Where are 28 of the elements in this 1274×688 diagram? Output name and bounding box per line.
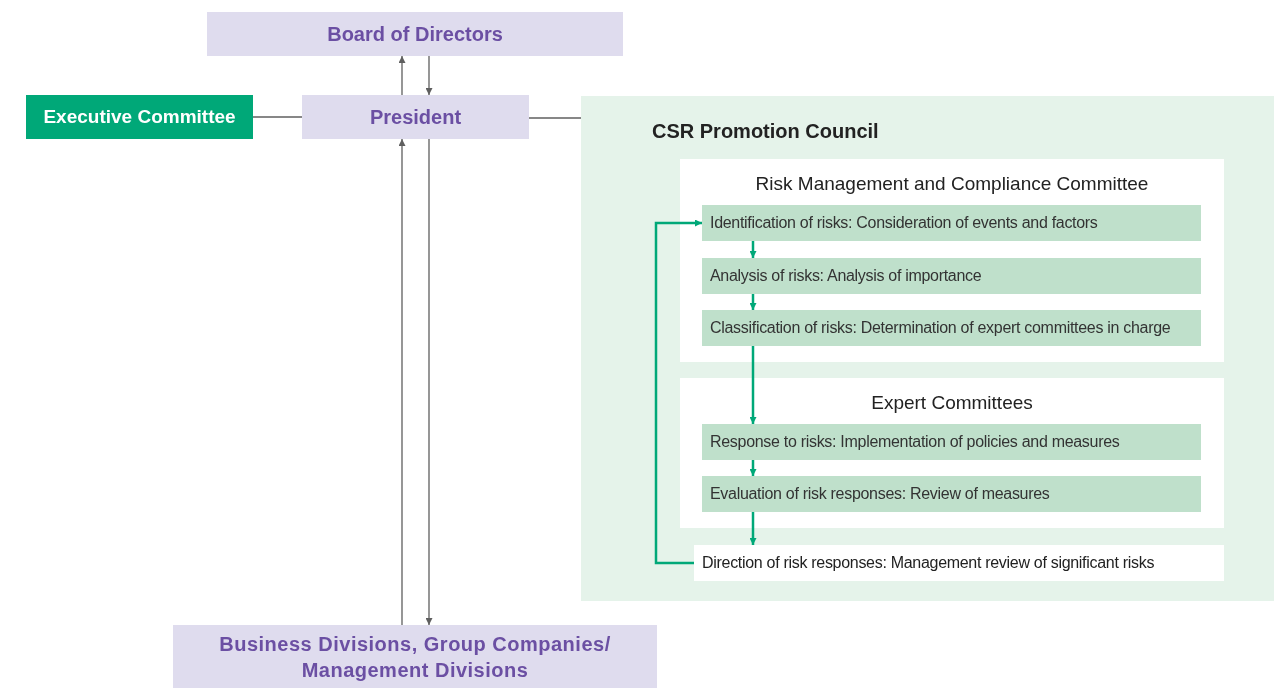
process-step-box: Response to risks: Implementation of policies and measures — [702, 424, 1201, 460]
process-step-box: Classification of risks: Determination of expert committees in charge — [702, 310, 1201, 346]
process-step-box: Identification of risks: Consideration of events and factors — [702, 205, 1201, 241]
connector-line — [252, 116, 303, 118]
committee-box: Executive Committee — [26, 95, 253, 139]
arrow — [425, 55, 433, 96]
role-box: President — [302, 95, 529, 139]
process-step-box: Direction of risk responses: Management review of significant risks — [694, 545, 1224, 581]
arrow — [749, 512, 757, 545]
panel-title: CSR Promotion Council — [652, 119, 879, 144]
process-step-box: Analysis of risks: Analysis of importance — [702, 258, 1201, 294]
committee-panel — [680, 159, 1224, 362]
role-box: Business Divisions, Group Companies/ Management Divisions — [173, 625, 657, 688]
arrow — [425, 138, 433, 626]
panel-title: Expert Committees — [870, 391, 1034, 415]
panel-title: Risk Management and Compliance Committee — [754, 172, 1150, 196]
connector-line — [528, 117, 582, 119]
committee-panel — [680, 378, 1224, 528]
process-step-box: Evaluation of risk responses: Review of measures — [702, 476, 1201, 512]
arrow — [398, 55, 406, 96]
arrow — [749, 460, 757, 476]
arrow — [654, 219, 702, 565]
arrow — [749, 294, 757, 310]
arrow — [398, 138, 406, 626]
arrow — [749, 241, 757, 258]
council-panel — [581, 96, 1274, 601]
role-box: Board of Directors — [207, 12, 623, 56]
arrow — [749, 346, 757, 424]
